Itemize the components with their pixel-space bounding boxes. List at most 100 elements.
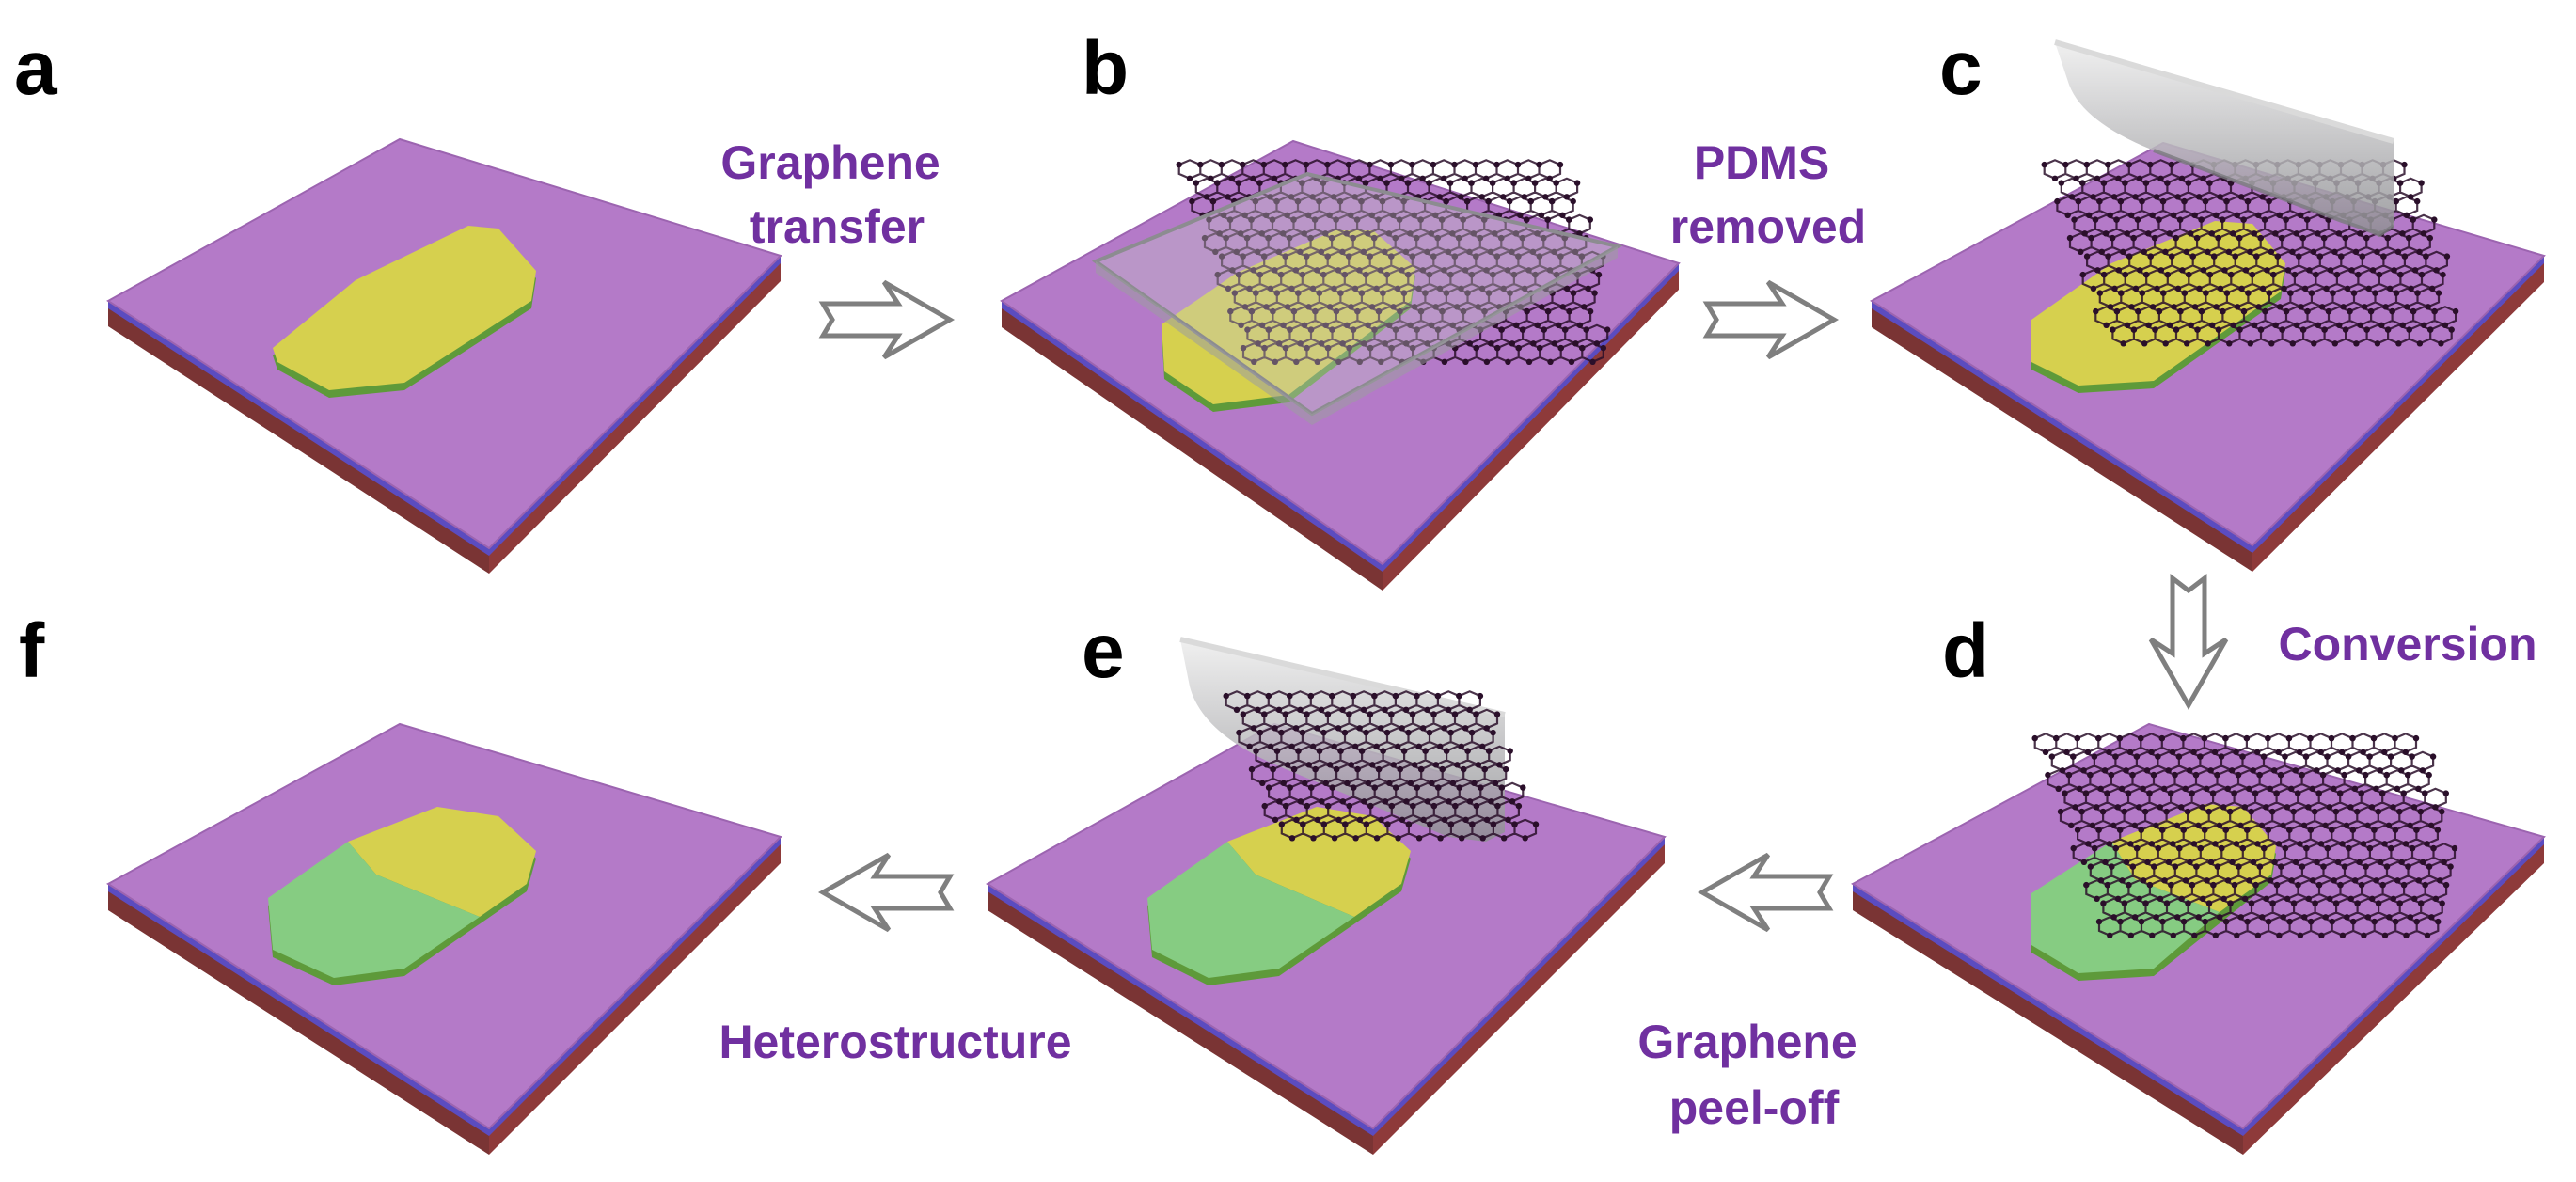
lattice-atom [1489, 180, 1496, 186]
lattice-atom [1288, 835, 1296, 842]
lattice-atom [2246, 877, 2252, 884]
lattice-atom [2415, 877, 2422, 884]
lattice-atom [2168, 161, 2174, 168]
lattice-atom [2442, 881, 2450, 889]
lattice-atom [1226, 216, 1234, 223]
lattice-atom [1420, 725, 1427, 732]
lattice-atom [1333, 307, 1340, 315]
lattice-atom [1561, 234, 1569, 242]
lattice-atom [1331, 285, 1337, 292]
lattice-atom [1290, 307, 1298, 315]
lattice-atom [1399, 725, 1405, 732]
lattice-atom [2201, 734, 2208, 742]
lattice-atom [2329, 918, 2335, 925]
lattice-atom [1345, 161, 1352, 168]
lattice-atom [1519, 326, 1526, 333]
lattice-atom [2282, 753, 2288, 760]
lattice-atom [2263, 804, 2269, 811]
lattice-atom [2288, 785, 2295, 792]
lattice-atom [2136, 175, 2143, 181]
lattice-atom [1409, 253, 1416, 260]
lattice-atom [1290, 216, 1297, 223]
lattice-atom [1409, 711, 1416, 717]
lattice-atom [1269, 216, 1276, 223]
lattice-atom [1324, 344, 1332, 352]
lattice-atom [1314, 267, 1320, 274]
lattice-atom [2243, 734, 2251, 742]
lattice-atom [1363, 271, 1369, 278]
lattice-atom [2295, 881, 2301, 889]
lattice-atom [2289, 248, 2296, 255]
lattice-atom [1544, 307, 1552, 315]
lattice-atom [1462, 175, 1468, 181]
lattice-atom [1273, 748, 1281, 754]
lattice-atom [2250, 859, 2257, 865]
lattice-atom [1498, 326, 1505, 333]
lattice-atom [2165, 859, 2173, 865]
lattice-atom [1300, 821, 1306, 827]
lattice-atom [2315, 322, 2321, 328]
lattice-atom [2126, 161, 2132, 168]
lattice-atom [1241, 212, 1248, 218]
lattice-atom [2312, 808, 2318, 815]
lattice-atom [2127, 841, 2134, 847]
lattice-atom [2410, 804, 2418, 811]
lattice-atom [2324, 753, 2331, 760]
lattice-atom [2299, 771, 2305, 779]
lattice-atom [2310, 877, 2316, 884]
lattice-atom [1490, 821, 1497, 827]
lattice-atom [2132, 285, 2140, 292]
lattice-atom [1280, 230, 1287, 237]
lattice-atom [2381, 932, 2389, 938]
lattice-atom [2122, 180, 2128, 186]
lattice-atom [2205, 340, 2211, 347]
arrow-left-graphene-peel-off [1697, 852, 1834, 933]
lattice-atom [2031, 734, 2038, 742]
lattice-atom [2425, 304, 2431, 310]
lattice-atom [2385, 822, 2393, 828]
lattice-atom [1483, 267, 1490, 274]
lattice-atom [1469, 821, 1476, 827]
lattice-atom [2418, 180, 2425, 186]
lattice-atom [2410, 307, 2417, 315]
lattice-atom [1483, 175, 1490, 181]
lattice-atom [2257, 234, 2264, 242]
lattice-atom [1553, 180, 1559, 186]
lattice-atom [2214, 771, 2220, 779]
lattice-atom [1488, 798, 1494, 805]
lattice-atom [2352, 248, 2360, 255]
lattice-atom [2128, 212, 2135, 218]
lattice-atom [2180, 918, 2188, 925]
lattice-atom [2055, 785, 2062, 792]
lattice-atom [2371, 918, 2378, 925]
lattice-atom [2407, 914, 2414, 921]
lattice-atom [2193, 234, 2201, 242]
lattice-atom [2294, 322, 2300, 328]
lattice-atom [1273, 197, 1280, 205]
lattice-atom [2356, 767, 2363, 774]
lattice-atom [2122, 271, 2128, 278]
lattice-atom [1288, 285, 1295, 292]
lattice-atom [2129, 863, 2136, 870]
lattice-atom [1276, 340, 1283, 347]
lattice-atom [2242, 267, 2250, 274]
lattice-atom [2426, 234, 2433, 242]
lattice-atom [2402, 841, 2410, 847]
lattice-atom [1367, 344, 1374, 352]
lattice-atom [1477, 692, 1484, 700]
lattice-atom [2399, 322, 2406, 328]
lattice-atom [2220, 895, 2227, 902]
lattice-atom [1415, 285, 1422, 292]
lattice-atom [1417, 307, 1425, 315]
lattice-atom [2309, 785, 2315, 792]
lattice-atom [2271, 859, 2278, 865]
step-label-graphene-peel-off: Graphene peel-off [1637, 1016, 1870, 1134]
lattice-atom [1470, 230, 1478, 237]
lattice-atom [1351, 784, 1357, 791]
lattice-atom [2286, 827, 2293, 833]
lattice-atom [1405, 729, 1412, 736]
lattice-atom [1546, 267, 1554, 274]
lattice-atom [1371, 326, 1378, 333]
lattice-atom [2197, 753, 2204, 760]
lattice-atom [2428, 914, 2435, 921]
